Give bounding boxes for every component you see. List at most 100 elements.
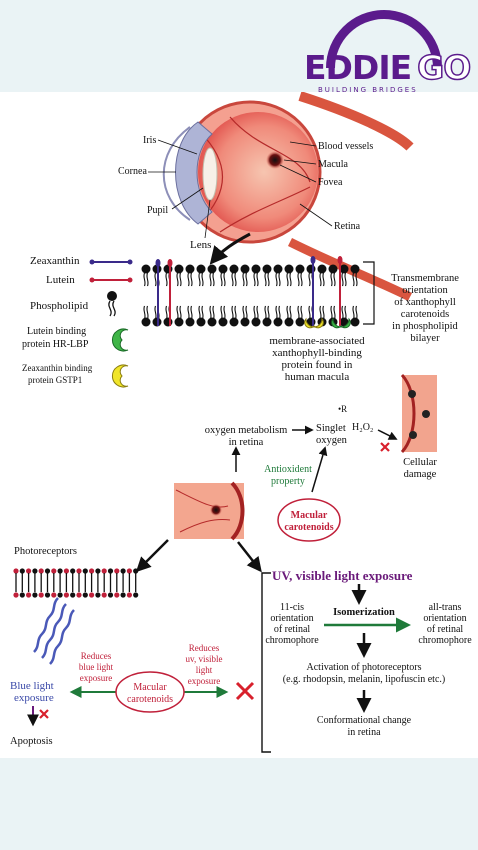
photoreceptor-bottom — [114, 592, 120, 598]
photoreceptor-bottom — [13, 592, 19, 598]
lipid-head-top — [240, 264, 250, 274]
lipid-head-top — [284, 264, 294, 274]
photoreceptor-bottom — [51, 592, 57, 598]
isomerization-label: Isomerization — [333, 607, 395, 618]
photoreceptor-top — [76, 568, 82, 574]
uv-title: UV, visible light exposure — [272, 568, 413, 583]
legend-zeaxanthin: Zeaxanthin — [30, 255, 80, 267]
lipid-head-top — [251, 264, 261, 274]
macula-spot — [266, 151, 284, 169]
photoreceptor-top — [89, 568, 95, 574]
photoreceptor-bottom — [76, 592, 82, 598]
phospholipid-symbol — [107, 291, 117, 317]
label-fovea: Fovea — [318, 177, 343, 188]
lutein-binding-protein-icon — [111, 328, 129, 352]
label-cornea: Cornea — [118, 166, 147, 177]
retina-center-illustration — [174, 481, 245, 541]
lipid-head-bottom — [240, 317, 250, 327]
cellular-damage-1: Cellular — [403, 457, 437, 468]
leader-fovea — [279, 164, 317, 183]
transmembrane-line-1: Transmembrane — [391, 273, 459, 284]
reduces-uv-1: Reduces — [189, 643, 220, 653]
antioxidant-2: property — [271, 476, 305, 487]
activation-2: (e.g. rhodopsin, melanin, lipofuscin etc… — [283, 674, 445, 685]
block-x-oxidation — [380, 442, 390, 452]
macular-bottom-1: Macular — [133, 682, 167, 693]
photoreceptor-bottom — [95, 592, 101, 598]
lipid-head-bottom — [207, 317, 217, 327]
label-retina: Retina — [334, 221, 361, 232]
lipid-head-top — [207, 264, 217, 274]
legend-zeaxanthin-binding-1: Zeaxanthin binding — [22, 363, 93, 373]
cis-line-2: orientation — [270, 613, 313, 624]
photoreceptor-bottom — [44, 592, 51, 598]
leader-iris — [157, 139, 198, 155]
photoreceptor-top — [63, 568, 69, 574]
photoreceptor-bottom — [38, 592, 44, 598]
cis-line-1: 11-cis — [280, 602, 304, 613]
lipid-head-bottom — [295, 317, 305, 327]
reduces-uv-4: exposure — [188, 676, 221, 686]
lipid-tail-top — [176, 272, 182, 287]
lipid-head-top — [185, 264, 195, 274]
singlet-oxygen-2: oxygen — [316, 435, 348, 446]
oxidation-section: oxygen metabolism in retina •R Singlet o… — [205, 373, 437, 542]
transmembrane-line-3: of xanthophyll — [394, 297, 456, 308]
hrlbp-protein-in-membrane — [331, 317, 351, 329]
eye-labels: Iris Cornea Pupil Lens Blood vessels Mac… — [118, 135, 373, 251]
lipid-head-top — [196, 264, 206, 274]
lipid-head-top — [218, 264, 228, 274]
block-x-apoptosis — [39, 709, 49, 719]
lens-shape — [202, 147, 218, 201]
lipid-head-bottom — [273, 317, 283, 327]
antioxidant-1: Antioxident — [264, 464, 312, 475]
photoreceptor-top — [107, 568, 114, 574]
cis-line-4: chromophore — [265, 635, 319, 646]
leader-retina — [299, 203, 333, 227]
oxygen-metabolism-2: in retina — [229, 437, 264, 448]
reduces-blue-1: Reduces — [81, 651, 112, 661]
gstp1-protein-in-membrane — [304, 317, 324, 329]
lipid-head-top — [317, 264, 327, 274]
photoreceptor-top — [101, 568, 107, 574]
lipid-tail-top — [330, 272, 336, 287]
lipid-tail-top — [220, 272, 226, 287]
leader-blood-vessels — [289, 141, 317, 147]
lipid-tail-top — [275, 272, 281, 287]
trans-text: all-trans orientation of retinal chromop… — [418, 602, 472, 646]
membrane-protein-line-4: human macula — [285, 371, 350, 383]
lutein-end-right — [127, 277, 133, 283]
blue-light-wave-icon — [33, 597, 75, 665]
lipid-tail-top — [341, 272, 347, 287]
membrane-protein-line-3: protein found in — [282, 359, 353, 371]
photoreceptor-bottom — [101, 592, 107, 598]
lipid-tail-top — [264, 272, 270, 287]
label-macula: Macula — [318, 159, 349, 170]
label-lens: Lens — [190, 239, 211, 251]
arrow-carotenoids-to-singlet — [311, 446, 328, 493]
lipid-tail-bottom — [275, 305, 281, 320]
lipid-head-bottom — [262, 317, 272, 327]
iris-shape — [175, 121, 213, 225]
photoreceptor-top — [32, 568, 38, 574]
lipid-head-top — [306, 264, 316, 274]
leader-lens — [204, 199, 211, 239]
photoreceptor-top — [19, 568, 25, 574]
macular-carotenoids-oval-top — [277, 498, 341, 542]
reduces-blue-3: exposure — [80, 673, 113, 683]
cis-line-3: of retinal — [274, 624, 311, 635]
eye-muscle-top — [298, 91, 414, 151]
arrow-retina-to-photoreceptors — [135, 539, 169, 573]
cornea-shape — [162, 126, 191, 221]
photoreceptor-top — [13, 568, 19, 574]
retina-fill — [198, 112, 318, 232]
radical-label: •R — [338, 404, 347, 414]
diagram-svg: Iris Cornea Pupil Lens Blood vessels Mac… — [10, 91, 472, 753]
blue-light-1: Blue light — [10, 680, 54, 692]
trans-line-4: chromophore — [418, 635, 472, 646]
macular-carotenoids-oval-bottom — [115, 671, 185, 713]
reduces-blue-2: blue light — [79, 662, 114, 672]
lipid-tail-bottom — [297, 305, 303, 320]
